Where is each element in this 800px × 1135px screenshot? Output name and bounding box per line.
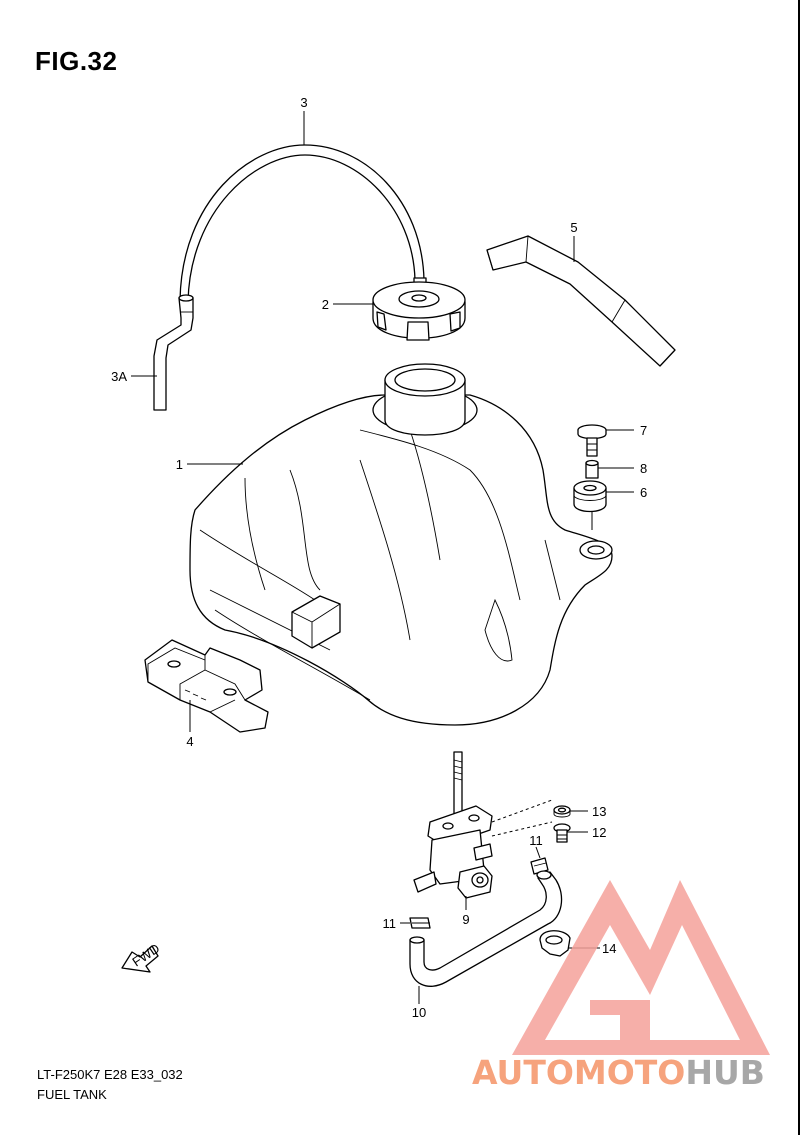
figure-name: FUEL TANK (37, 1087, 107, 1102)
part-14-hose-clip (539, 930, 571, 957)
figure-title: FIG.32 (35, 46, 118, 76)
fwd-direction-arrow: FWD (121, 941, 162, 973)
part-13-washer (553, 805, 571, 818)
callout-3: 3 (300, 95, 307, 110)
leader-lines (131, 111, 634, 1004)
callout-12: 12 (592, 825, 606, 840)
callout-5: 5 (570, 220, 577, 235)
callout-11-upper: 11 (529, 833, 543, 848)
part-4-bracket (144, 639, 269, 733)
part-3-breather-hose (179, 144, 427, 303)
callout-3a: 3A (111, 369, 127, 384)
part-9-fuel-cock (413, 751, 493, 899)
part-2-fuel-cap (372, 281, 466, 341)
part-10-fuel-hose (409, 870, 563, 987)
watermark-logo: AUTOMOTOHUB (472, 880, 770, 1092)
callout-14: 14 (602, 941, 616, 956)
part-1-fuel-tank (189, 363, 613, 726)
callout-11-lower: 11 (383, 916, 397, 931)
figure-code: LT-F250K7 E28 E33_032 (37, 1067, 183, 1082)
part-8-collar (585, 459, 599, 479)
callout-9: 9 (462, 912, 469, 927)
callout-1: 1 (176, 457, 183, 472)
callout-13: 13 (592, 804, 606, 819)
part-5-tank-strap (486, 235, 676, 367)
callout-2: 2 (322, 297, 329, 312)
callout-4: 4 (186, 734, 193, 749)
part-11-clamp-upper (530, 857, 549, 875)
watermark-word-b: HUB (685, 1053, 765, 1092)
watermark-word-a: AUTOMOTO (472, 1053, 685, 1092)
part-6-cushion (573, 480, 607, 513)
part-7-bolt (577, 424, 607, 457)
callout-10: 10 (412, 1005, 426, 1020)
part-11-clamp-lower (409, 917, 431, 929)
callout-labels: 3 2 3A 1 5 7 8 6 4 9 13 12 11 11 10 14 (111, 95, 647, 1020)
part-12-screw (553, 823, 571, 843)
watermark-text: AUTOMOTOHUB (472, 1053, 765, 1092)
callout-7: 7 (640, 423, 647, 438)
part-3a-hose-elbow (153, 294, 194, 411)
callout-8: 8 (640, 461, 647, 476)
watermark-triangle-mark (512, 880, 770, 1055)
callout-6: 6 (640, 485, 647, 500)
